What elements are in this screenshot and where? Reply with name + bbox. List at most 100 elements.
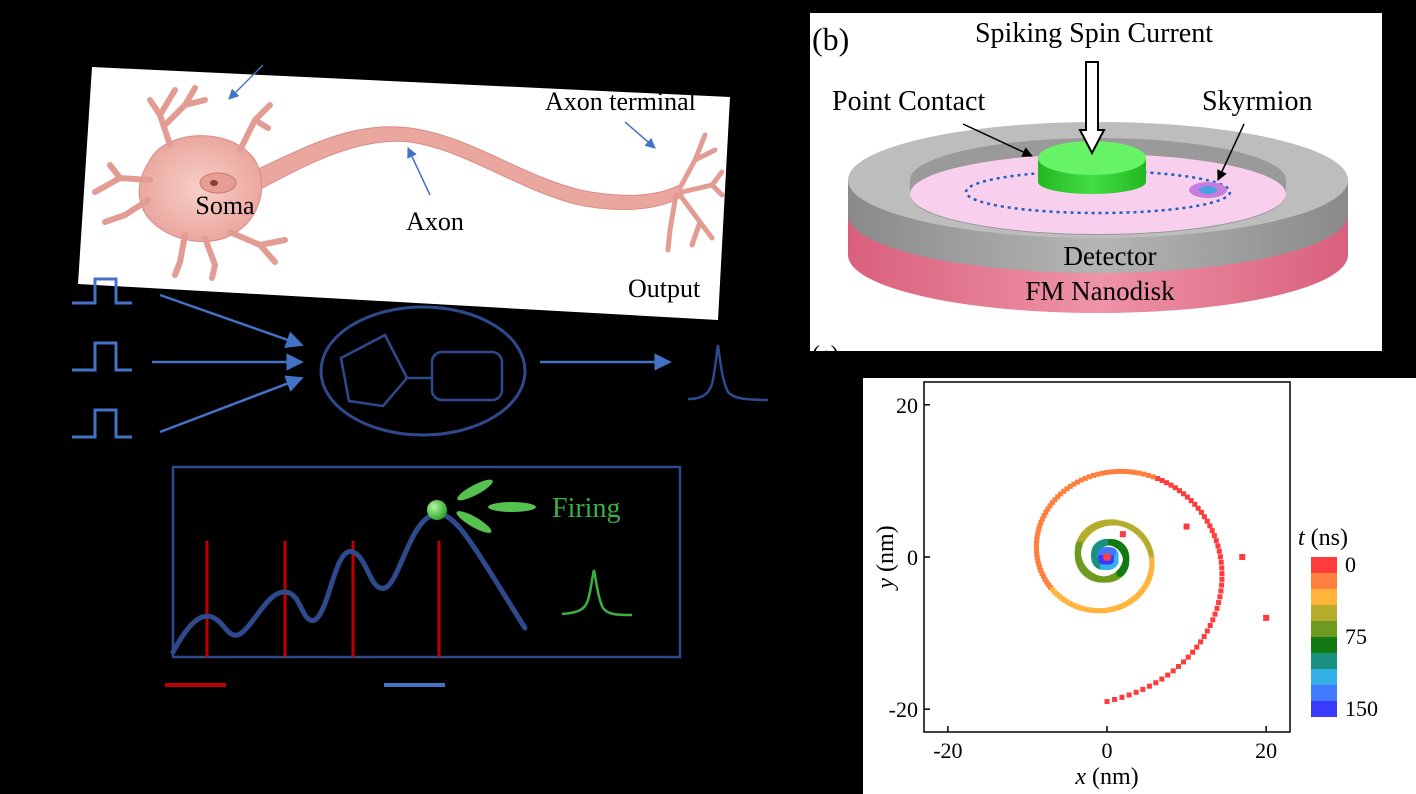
trajectory-point (1207, 523, 1213, 529)
trajectory-point (1126, 692, 1132, 698)
trajectory-point (1062, 597, 1068, 603)
colorbar-title: t (ns) (1298, 525, 1348, 551)
trajectory-point (1073, 603, 1079, 609)
firing-ball (427, 500, 447, 520)
start-path-point (1119, 531, 1126, 538)
trajectory-point (1078, 477, 1084, 483)
x-tick-label: -20 (933, 738, 962, 763)
trajectory-point (1115, 604, 1121, 610)
trajectory-point (1059, 596, 1065, 602)
trajectory-point (1084, 607, 1090, 613)
trajectory-point (1042, 576, 1048, 582)
trajectory-point (1099, 470, 1105, 476)
trajectory-point (1195, 505, 1201, 511)
trajectory-point (1194, 644, 1200, 650)
trajectory-point (1035, 558, 1041, 564)
trajectory-point (1219, 582, 1225, 588)
trajectory-point (1217, 594, 1223, 600)
trajectory-point (1099, 608, 1105, 614)
input-pulse-2 (72, 341, 132, 372)
trajectory-point (1210, 617, 1216, 623)
trajectory-point (1039, 571, 1045, 577)
panel-c-letter: (c) (812, 342, 839, 368)
trajectory-points (1033, 468, 1270, 705)
nanodisk-label: FM Nanodisk (1025, 276, 1175, 306)
start-path-point (1263, 614, 1270, 621)
trajectory-point (1136, 470, 1142, 476)
trajectory-point (1146, 683, 1152, 689)
colorbar-swatch (1311, 621, 1337, 637)
skyrmion-label: Skyrmion (1202, 86, 1312, 117)
node-rounded-rect (430, 350, 504, 402)
trajectory-point (1133, 689, 1139, 695)
y-tick-label: 0 (907, 545, 918, 570)
axon-pointer-arrow (407, 147, 431, 196)
potential-frame (171, 465, 682, 659)
trajectory-point (1184, 494, 1190, 500)
y-tick-label: 20 (896, 393, 918, 418)
trajectory-point (1110, 606, 1116, 612)
trajectory-point (1047, 503, 1053, 509)
x-tick-label: 20 (1255, 738, 1277, 763)
trajectory-point (1105, 607, 1111, 613)
trajectory-point (1192, 501, 1198, 507)
neuron-model (72, 277, 769, 439)
y-axis-label: y (nm) (873, 525, 899, 590)
x-axis-label: x (nm) (1074, 764, 1138, 790)
trajectory-point (1049, 500, 1055, 506)
trajectory-point (1108, 469, 1114, 475)
trajectory-point (1040, 574, 1046, 580)
trajectory-point (1034, 554, 1040, 560)
trajectory-point (1188, 498, 1194, 504)
trajectory-point (1217, 554, 1223, 560)
trajectory-point (1165, 672, 1171, 678)
trajectory-point (1078, 605, 1084, 611)
axon-terminal-label: Axon terminal (545, 87, 696, 116)
trajectory-point (1067, 483, 1073, 489)
trajectory-point (1119, 694, 1125, 700)
dendrite-pointer-arrow (228, 64, 264, 100)
device-panel: (b) (c) Spiking Spin Current Point Conta… (810, 13, 1382, 368)
start-path-point (1239, 554, 1246, 560)
trajectory-point (1036, 526, 1042, 532)
colorbar-tick-label: 0 (1345, 552, 1356, 577)
input-pulse-3 (72, 408, 132, 439)
trajectory-point (1095, 471, 1101, 477)
trajectory-point (1033, 541, 1039, 547)
colorbar-swatch (1311, 685, 1337, 701)
trajectory-point (1218, 559, 1224, 565)
trajectory-point (1033, 544, 1039, 550)
skyrmion-pointer (1217, 123, 1245, 181)
firing-spike (561, 569, 633, 617)
trajectory-point (1058, 491, 1064, 497)
trajectory-point (1075, 604, 1081, 610)
trajectory-point (1038, 568, 1044, 574)
trajectory-point (1176, 664, 1182, 670)
colorbar-var: t (1298, 525, 1306, 551)
trajectory-point (1104, 699, 1110, 705)
trajectory-point (1055, 494, 1061, 500)
axon-label: Axon (406, 207, 464, 236)
trajectory-point (1038, 519, 1044, 525)
trajectory-point (1164, 480, 1170, 486)
trajectory-point (1112, 697, 1118, 703)
input-spike-lines (205, 541, 441, 657)
trajectory-point (1219, 576, 1225, 582)
trajectory-point (1113, 605, 1119, 611)
trajectory-point (1201, 634, 1207, 640)
firing-label: Firing (552, 493, 620, 524)
trajectory-point (1181, 659, 1187, 665)
colorbar-swatch (1311, 701, 1337, 717)
trajectory-point (1204, 628, 1210, 634)
trajectory-point (1033, 548, 1039, 554)
trajectory-point (1185, 654, 1191, 660)
trajectory-point (1212, 611, 1218, 617)
colorbar-tick-label: 150 (1345, 696, 1378, 721)
colorbar-swatch (1311, 557, 1337, 573)
trajectory-point (1096, 608, 1102, 614)
trajectory-point (1034, 534, 1040, 540)
trajectory-point (1168, 482, 1174, 488)
